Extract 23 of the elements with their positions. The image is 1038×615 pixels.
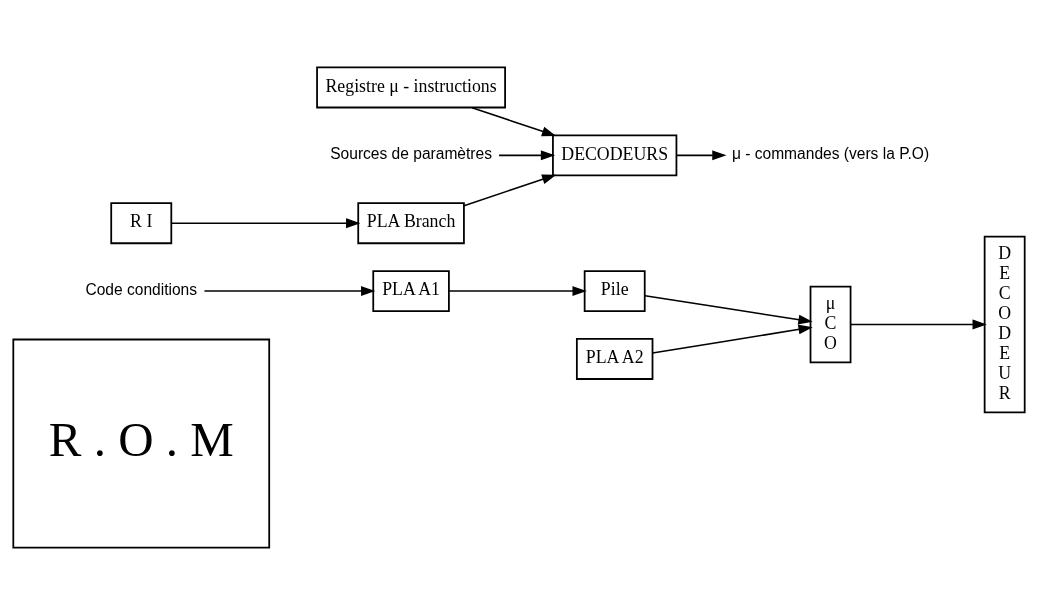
node-box: Pile (583, 270, 646, 312)
arrow (170, 218, 361, 229)
node-box: Registre μ - instructions (316, 66, 506, 109)
node-box: PLA A2 (575, 338, 654, 380)
node-box: R . O . M (12, 338, 271, 549)
node-text: μ - commandes (vers la P.O) (731, 145, 930, 163)
node-box: μCO (809, 285, 852, 364)
node-box: DECODEURS (552, 134, 678, 177)
arrow (203, 286, 376, 297)
arrow (644, 294, 813, 325)
node-box: PLA A1 (372, 270, 450, 312)
node-box: R I (110, 202, 173, 245)
arrow (651, 324, 813, 354)
arrow (448, 286, 587, 297)
arrow (498, 150, 556, 161)
arrow (849, 319, 987, 330)
arrow (463, 174, 557, 207)
arrow (675, 150, 727, 161)
node-box: PLA Branch (357, 202, 465, 245)
node-text: Code conditions (85, 281, 198, 299)
node-text: Sources de paramètres (330, 145, 492, 163)
node-box: DECODEUR (983, 235, 1026, 414)
arrow (471, 106, 557, 137)
